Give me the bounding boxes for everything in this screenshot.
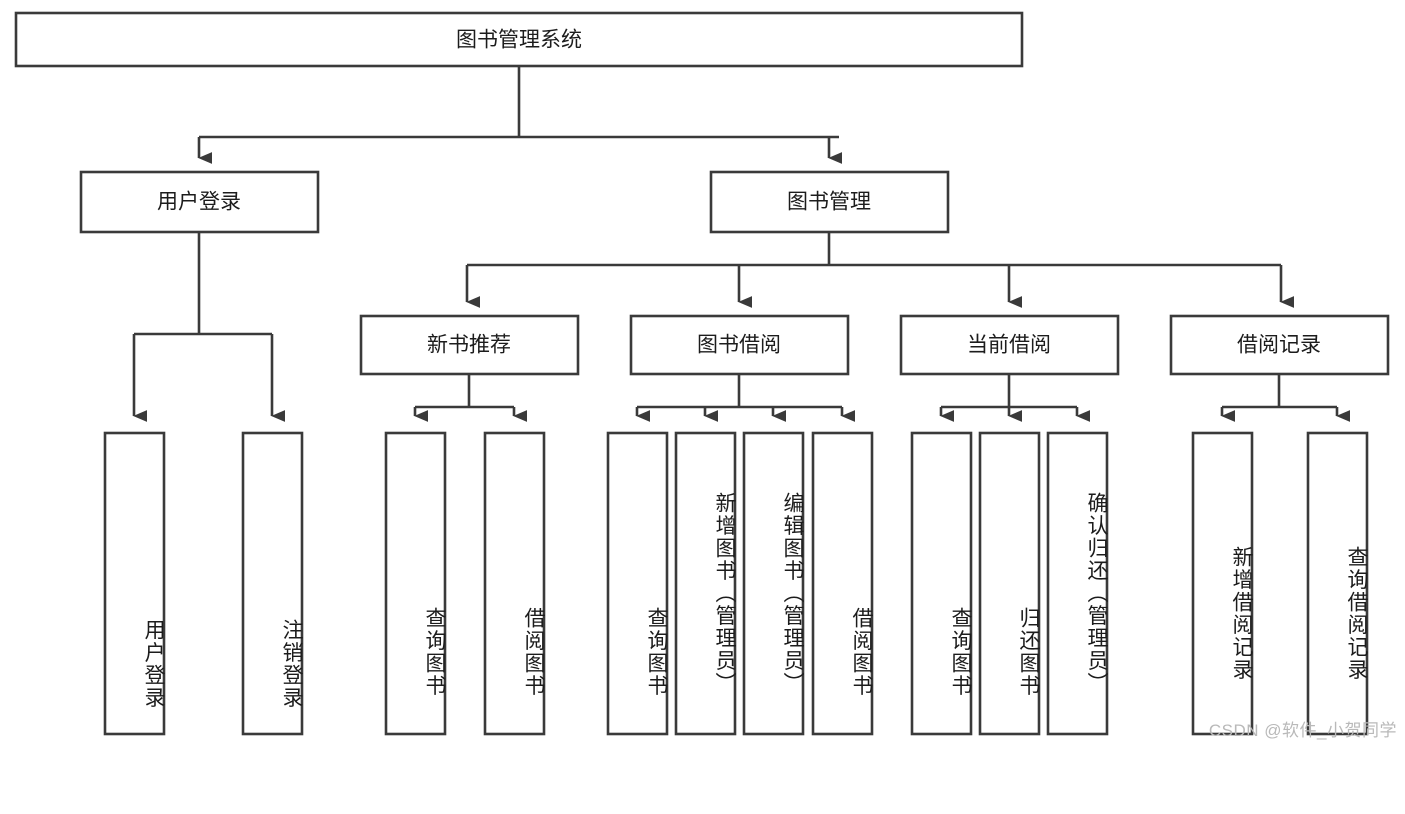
flowchart-svg: 图书管理系统 用户登录 图书管理 新书推荐 图书借阅 当前借阅 借阅记录 [14,11,1390,736]
leaf-box-user-login-0[interactable] [103,431,166,736]
csdn-watermark: CSDN @软件_小贺同学 [1208,721,1397,740]
connector-userlogin-to-leaves [132,232,286,422]
connector-newbook-to-leaves [413,374,528,422]
leaf-box-borrowrecord-1[interactable] [1306,431,1369,736]
flowchart-canvas: 图书管理系统 用户登录 图书管理 新书推荐 图书借阅 当前借阅 借阅记录 [14,11,1397,740]
connector-bookborrow-to-leaves [635,374,856,422]
node-current-borrow-label: 当前借阅 [967,334,1051,357]
node-user-login-label: 用户登录 [157,191,241,214]
node-new-book-recommend[interactable]: 新书推荐 [359,314,580,376]
leaf-box-newbook-0[interactable] [384,431,447,736]
leaf-box-user-login-1[interactable] [241,431,304,736]
leaf-box-borrowrecord-0[interactable] [1191,431,1254,736]
node-new-book-recommend-label: 新书推荐 [427,334,511,357]
leaf-box-currentborrow-2[interactable] [1046,431,1109,736]
leaf-box-bookborrow-1[interactable] [674,431,737,736]
node-borrow-record[interactable]: 借阅记录 [1169,314,1390,376]
node-book-borrow[interactable]: 图书借阅 [629,314,850,376]
node-root[interactable]: 图书管理系统 [14,11,1024,68]
leaf-box-currentborrow-0[interactable] [910,431,973,736]
node-user-login[interactable]: 用户登录 [79,170,320,234]
leaf-box-currentborrow-1[interactable] [978,431,1041,736]
leaf-box-bookborrow-2[interactable] [742,431,805,736]
connector-borrowrecord-to-leaves [1220,374,1351,422]
node-book-borrow-label: 图书借阅 [697,334,781,357]
node-root-label: 图书管理系统 [456,29,582,52]
leaf-box-bookborrow-3[interactable] [811,431,874,736]
leaf-box-newbook-1[interactable] [483,431,546,736]
leaf-box-bookborrow-0[interactable] [606,431,669,736]
connector-root-to-level2 [197,66,843,164]
node-book-management-label: 图书管理 [787,191,871,214]
node-book-management[interactable]: 图书管理 [709,170,950,234]
connector-bookmgmt-to-level3 [465,232,1295,308]
connector-currentborrow-to-leaves [939,374,1091,422]
node-current-borrow[interactable]: 当前借阅 [899,314,1120,376]
node-borrow-record-label: 借阅记录 [1237,334,1321,357]
